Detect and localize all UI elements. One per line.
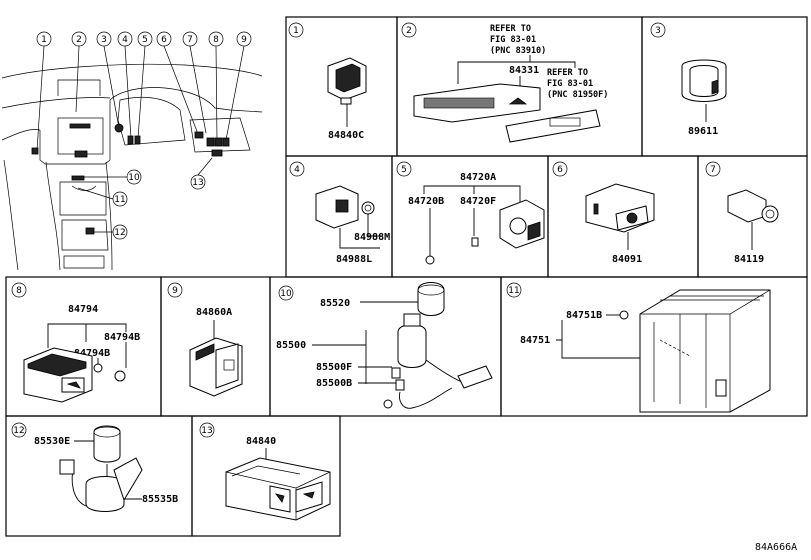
part-label-84751B[interactable]: 84751B bbox=[566, 310, 602, 321]
panel-3-badge[interactable]: 3 bbox=[650, 22, 666, 38]
ref-text-1a: REFER TO bbox=[490, 24, 531, 34]
ref-text-2b: FIG 83-01 bbox=[547, 79, 593, 89]
svg-text:2: 2 bbox=[76, 35, 82, 45]
part-label-84091[interactable]: 84091 bbox=[612, 254, 642, 265]
part-label-84331[interactable]: 84331 bbox=[509, 65, 539, 76]
ref-text-1b: FIG 83-01 bbox=[490, 35, 536, 45]
svg-text:13: 13 bbox=[192, 178, 203, 188]
part-label-84840[interactable]: 84840 bbox=[246, 436, 276, 447]
panel-5: 5 84720A 84720B 84720F bbox=[396, 161, 545, 265]
svg-text:5: 5 bbox=[401, 165, 407, 175]
part-label-85500F[interactable]: 85500F bbox=[316, 362, 352, 373]
svg-text:10: 10 bbox=[128, 173, 140, 183]
svg-text:1: 1 bbox=[41, 35, 47, 45]
panel-10: 10 85520 85500 85500F 85500B bbox=[276, 282, 493, 409]
overview-callout-10[interactable]: 10 bbox=[126, 169, 142, 185]
overview-callout-8[interactable]: 8 bbox=[208, 31, 224, 47]
svg-text:4: 4 bbox=[294, 165, 300, 175]
panel-12: 12 85530E 85535B bbox=[11, 422, 178, 512]
panel-3: 3 89611 bbox=[650, 22, 727, 137]
svg-text:11: 11 bbox=[114, 195, 125, 205]
panel-4-badge[interactable]: 4 bbox=[289, 161, 305, 177]
part-label-84720B[interactable]: 84720B bbox=[408, 196, 444, 207]
part-label-84119[interactable]: 84119 bbox=[734, 254, 764, 265]
part-label-89611[interactable]: 89611 bbox=[688, 126, 718, 137]
part-label-84751[interactable]: 84751 bbox=[520, 335, 550, 346]
panel-2: 2 REFER TO FIG 83-01 (PNC 83910) REFER T… bbox=[401, 22, 608, 143]
panel-6: 6 84091 bbox=[552, 161, 655, 265]
part-label-84988L[interactable]: 84988L bbox=[336, 254, 372, 265]
svg-text:9: 9 bbox=[241, 35, 247, 45]
overview-callout-12[interactable]: 12 bbox=[112, 224, 128, 240]
svg-text:2: 2 bbox=[406, 26, 412, 36]
overview-dashboard: 1 2 3 4 5 6 7 8 9 10 11 12 13 bbox=[1, 31, 263, 271]
svg-text:6: 6 bbox=[557, 165, 563, 175]
svg-text:8: 8 bbox=[16, 286, 22, 296]
svg-text:4: 4 bbox=[122, 35, 128, 45]
panel-7-badge[interactable]: 7 bbox=[705, 161, 721, 177]
part-label-85530E[interactable]: 85530E bbox=[34, 436, 70, 447]
panel-11: 11 84751B 84751 bbox=[506, 282, 771, 413]
overview-callout-3[interactable]: 3 bbox=[96, 31, 112, 47]
panel-2-badge[interactable]: 2 bbox=[401, 22, 417, 38]
svg-text:13: 13 bbox=[201, 426, 212, 436]
overview-callout-7[interactable]: 7 bbox=[182, 31, 198, 47]
svg-text:3: 3 bbox=[655, 26, 661, 36]
part-label-84720A[interactable]: 84720A bbox=[460, 172, 496, 183]
panel-4: 4 84988M 84988L bbox=[289, 161, 390, 265]
panel-12-badge[interactable]: 12 bbox=[11, 422, 27, 438]
ref-text-2c: (PNC 81950F) bbox=[547, 90, 608, 100]
svg-text:12: 12 bbox=[114, 228, 125, 238]
ref-text-1c: (PNC 83910) bbox=[490, 46, 546, 56]
part-label-85520[interactable]: 85520 bbox=[320, 298, 350, 309]
overview-callout-4[interactable]: 4 bbox=[117, 31, 133, 47]
svg-text:8: 8 bbox=[213, 35, 219, 45]
panel-13: 13 84840 bbox=[199, 422, 331, 521]
svg-text:3: 3 bbox=[101, 35, 107, 45]
svg-text:7: 7 bbox=[710, 165, 716, 175]
part-label-85500B[interactable]: 85500B bbox=[316, 378, 352, 389]
part-label-84794B-left[interactable]: 84794B bbox=[74, 348, 110, 359]
panel-9: 9 84860A bbox=[167, 282, 243, 397]
panel-8: 8 84794 84794B 84794B bbox=[11, 282, 140, 403]
svg-text:5: 5 bbox=[142, 35, 148, 45]
part-label-85535B[interactable]: 85535B bbox=[142, 494, 178, 505]
overview-callout-11[interactable]: 11 bbox=[112, 191, 128, 207]
overview-callout-1[interactable]: 1 bbox=[36, 31, 52, 47]
part-label-84840C[interactable]: 84840C bbox=[328, 130, 364, 141]
overview-callout-9[interactable]: 9 bbox=[236, 31, 252, 47]
part-label-84720F[interactable]: 84720F bbox=[460, 196, 496, 207]
svg-text:7: 7 bbox=[187, 35, 193, 45]
overview-callout-5[interactable]: 5 bbox=[137, 31, 153, 47]
svg-text:11: 11 bbox=[508, 286, 519, 296]
panel-7: 7 84119 bbox=[705, 161, 779, 265]
svg-text:12: 12 bbox=[13, 426, 24, 436]
panel-5-badge[interactable]: 5 bbox=[396, 161, 412, 177]
overview-callout-6[interactable]: 6 bbox=[156, 31, 172, 47]
overview-callout-2[interactable]: 2 bbox=[71, 31, 87, 47]
ref-text-2a: REFER TO bbox=[547, 68, 588, 78]
diagram-code: 84A666A bbox=[755, 542, 797, 553]
panel-1-badge[interactable]: 1 bbox=[288, 22, 304, 38]
overview-callout-13[interactable]: 13 bbox=[190, 174, 206, 190]
svg-text:10: 10 bbox=[280, 289, 292, 299]
part-label-84794B-right[interactable]: 84794B bbox=[104, 332, 140, 343]
part-label-85500[interactable]: 85500 bbox=[276, 340, 306, 351]
svg-text:1: 1 bbox=[293, 26, 299, 36]
part-label-84988M[interactable]: 84988M bbox=[354, 232, 390, 243]
svg-text:9: 9 bbox=[172, 286, 178, 296]
svg-text:6: 6 bbox=[161, 35, 167, 45]
panel-8-badge[interactable]: 8 bbox=[11, 282, 27, 298]
panel-10-badge[interactable]: 10 bbox=[278, 285, 294, 301]
panel-9-badge[interactable]: 9 bbox=[167, 282, 183, 298]
panel-grid bbox=[5, 16, 808, 537]
part-label-84860A[interactable]: 84860A bbox=[196, 307, 232, 318]
panel-11-badge[interactable]: 11 bbox=[506, 282, 522, 298]
part-label-84794[interactable]: 84794 bbox=[68, 304, 98, 315]
panel-6-badge[interactable]: 6 bbox=[552, 161, 568, 177]
panel-1: 1 84840C bbox=[288, 22, 367, 141]
panel-13-badge[interactable]: 13 bbox=[199, 422, 215, 438]
